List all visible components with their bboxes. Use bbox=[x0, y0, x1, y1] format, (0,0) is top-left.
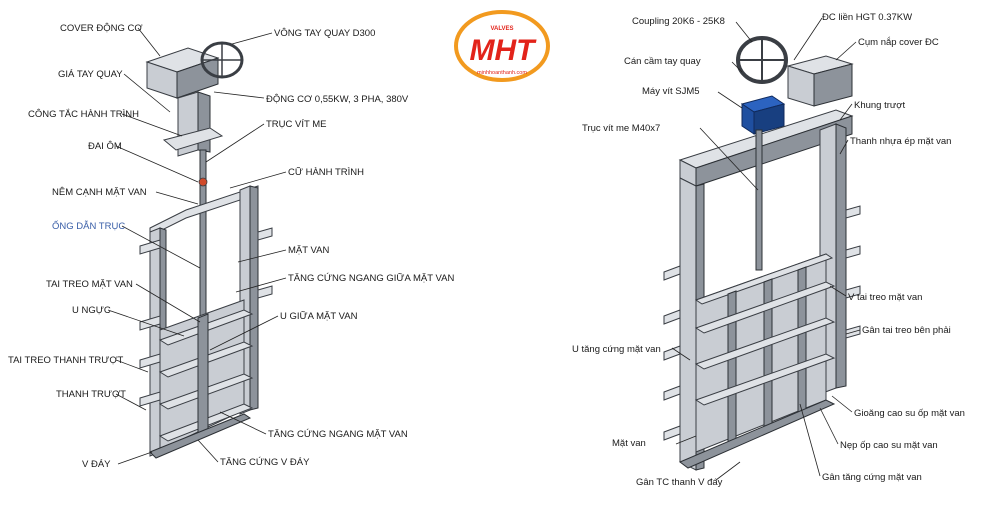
label-nep-op: Nẹp ốp cao su mặt van bbox=[840, 440, 938, 451]
right-leader-lines bbox=[671, 17, 861, 481]
label-ong-dan-truc: ỐNG DẪN TRỤC bbox=[52, 220, 125, 232]
left-labels: COVER ĐỘNG CƠ VÔNG TAY QUAY D300 GIÁ TAY… bbox=[8, 23, 454, 470]
label-dc-lien-hgt: ĐC liền HGT 0.37KW bbox=[822, 12, 912, 23]
right-labels: Coupling 20K6 - 25K8 ĐC liền HGT 0.37KW … bbox=[572, 12, 965, 488]
label-gan-tai-treo: Gân tai treo bên phải bbox=[862, 325, 951, 336]
label-gan-tang-cung: Gân tăng cứng mặt van bbox=[822, 472, 922, 483]
label-may-vit: Máy vít SJM5 bbox=[642, 86, 700, 97]
label-gioang: Gioăng cao su ốp mặt van bbox=[854, 408, 965, 419]
label-u-tang-cung: U tăng cứng mặt van bbox=[572, 344, 661, 355]
label-tai-treo-thanh-truot: TAI TREO THANH TRƯỢT bbox=[8, 355, 124, 366]
label-cum-nap-cover: Cụm nắp cover ĐC bbox=[858, 37, 939, 48]
label-cong-tac-hanh-trinh: CÔNG TẮC HÀNH TRÌNH bbox=[28, 109, 139, 120]
logo-text: MHT bbox=[470, 34, 538, 67]
label-u-nguc: U NGỰC bbox=[72, 305, 111, 316]
label-nem-canh-mat-van: NÊM CẠNH MẶT VAN bbox=[52, 187, 147, 198]
logo-top-text: VALVES bbox=[490, 26, 513, 32]
label-gia-tay-quay: GIÁ TAY QUAY bbox=[58, 69, 123, 80]
label-dong-co: ĐỘNG CƠ 0,55KW, 3 PHA, 380V bbox=[266, 94, 409, 105]
mht-logo: VALVES MHT minhhoanthanh.com bbox=[454, 10, 550, 82]
left-motor-cover-side bbox=[176, 57, 219, 99]
label-v-tai-treo: V tai treo mặt van bbox=[848, 292, 922, 303]
label-u-giua-mat-van: U GIỮA MẶT VAN bbox=[280, 311, 358, 322]
label-mat-van-left: MẶT VAN bbox=[288, 245, 329, 256]
label-thanh-nhua: Thanh nhựa ép mặt van bbox=[850, 136, 951, 147]
left-base-plate bbox=[162, 127, 224, 151]
right-screw-shaft bbox=[755, 129, 763, 271]
label-tai-treo-mat-van: TAI TREO MẶT VAN bbox=[46, 279, 133, 290]
left-valve-drawing bbox=[139, 41, 273, 459]
label-khung-truot: Khung trượt bbox=[854, 100, 906, 111]
left-bottom-v bbox=[149, 413, 252, 459]
label-gan-tc-thanh-v: Gân TC thanh V đáy bbox=[636, 477, 723, 488]
left-leader-lines bbox=[107, 27, 287, 465]
left-frame-left-rail bbox=[149, 227, 161, 457]
logo-ring bbox=[454, 10, 550, 82]
logo-bottom-text: minhhoanthanh.com bbox=[477, 70, 527, 76]
right-frame-left-rail bbox=[679, 177, 697, 471]
label-truc-vit-me-right: Trục vít me M40x7 bbox=[582, 123, 660, 134]
label-cu-hanh-trinh: CỮ HÀNH TRÌNH bbox=[288, 167, 364, 178]
label-mat-van-right: Mặt van bbox=[612, 438, 646, 449]
label-coupling: Coupling 20K6 - 25K8 bbox=[632, 16, 725, 27]
label-truc-vit-me-left: TRỤC VÍT ME bbox=[266, 119, 327, 130]
label-cover-dong-co: COVER ĐỘNG CƠ bbox=[60, 23, 143, 34]
label-tang-cung-v-day: TĂNG CỨNG V ĐÁY bbox=[220, 457, 310, 468]
right-bottom-v bbox=[679, 399, 836, 469]
label-dai-om: ĐAI ÔM bbox=[88, 141, 122, 152]
left-middle-u bbox=[197, 313, 209, 437]
label-tang-cung-ngang-giua: TĂNG CỨNG NGANG GIỮA MẶT VAN bbox=[288, 273, 454, 284]
label-thanh-truot: THANH TRƯỢT bbox=[56, 389, 126, 400]
label-v-day: V ĐÁY bbox=[82, 459, 111, 470]
right-valve-drawing bbox=[663, 36, 861, 471]
label-vong-tay-quay: VÔNG TAY QUAY D300 bbox=[274, 28, 375, 39]
label-can-cam-tay-quay: Cán cầm tay quay bbox=[624, 56, 701, 67]
label-tang-cung-ngang-mat-van: TĂNG CỨNG NGANG MẶT VAN bbox=[268, 429, 408, 440]
